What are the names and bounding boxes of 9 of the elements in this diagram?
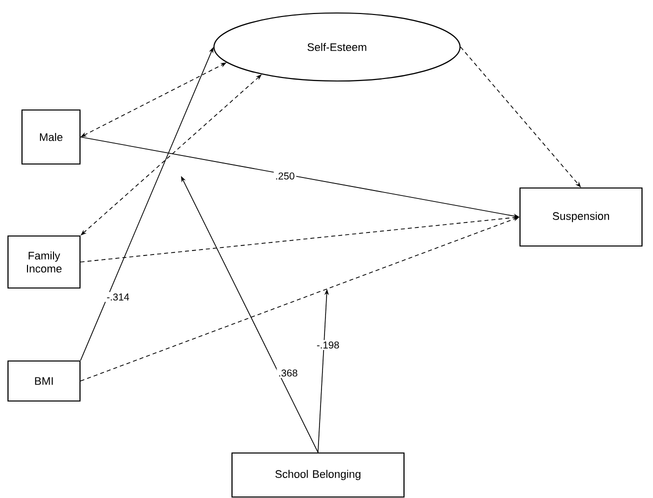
variable-box: Male	[21, 109, 81, 165]
edge-label: .368	[276, 368, 300, 378]
variable-box: BMI	[7, 360, 81, 402]
edge-label: -.314	[105, 292, 131, 302]
edge-label: .250	[274, 170, 296, 182]
edge-label: -.198	[315, 340, 341, 350]
variable-box: School Belonging	[231, 452, 405, 498]
variable-box: Family Income	[7, 235, 81, 289]
variable-box: Suspension	[519, 187, 643, 247]
